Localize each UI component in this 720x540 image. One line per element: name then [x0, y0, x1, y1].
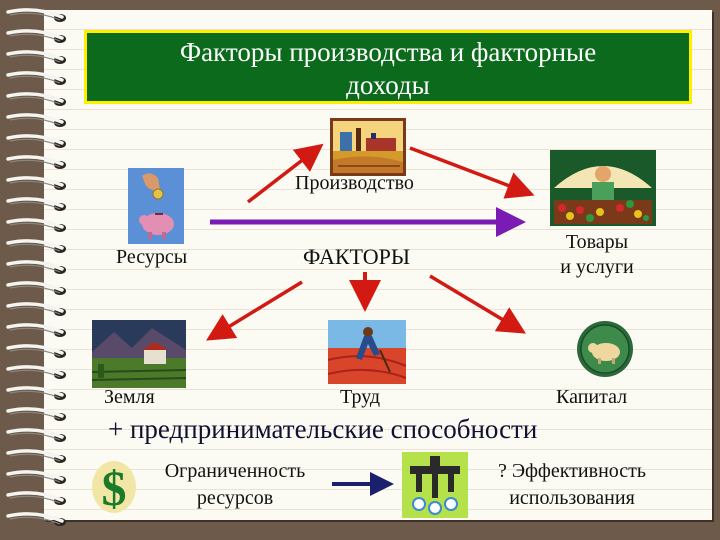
- pig-coin-icon: [577, 321, 633, 377]
- binding-ring: [6, 386, 64, 397]
- binding-ring-shadow: [9, 180, 61, 189]
- binding-ring-shadow: [9, 33, 61, 42]
- binding-ring: [6, 491, 64, 502]
- binding-ring-shadow: [9, 369, 61, 378]
- goods-label-line-1: Товары: [565, 231, 629, 253]
- binding-ring: [6, 512, 64, 523]
- binding-ring: [6, 92, 64, 103]
- binding-ring-shadow: [9, 516, 61, 525]
- binding-ring: [6, 71, 64, 82]
- farmland-icon: [92, 320, 186, 388]
- goods-label: Товары и услуги: [548, 230, 646, 280]
- limited-line-2: ресурсов: [196, 487, 274, 509]
- capital-label: Капитал: [556, 386, 628, 408]
- binding-ring-shadow: [9, 495, 61, 504]
- binding-ring: [6, 302, 64, 313]
- land-label: Земля: [104, 386, 155, 408]
- vendor-market-icon: [550, 150, 656, 226]
- binding-ring: [6, 134, 64, 145]
- binding-ring-shadow: [9, 264, 61, 273]
- binding-ring: [6, 449, 64, 460]
- goods-label-line-2: и услуги: [560, 256, 634, 278]
- binding-ring: [6, 29, 64, 40]
- binding-ring: [6, 8, 64, 19]
- binding-ring-shadow: [9, 453, 61, 462]
- binding-ring: [6, 260, 64, 271]
- dollar-sign-icon: $: [92, 460, 136, 516]
- binding-ring-shadow: [9, 117, 61, 126]
- binding-ring: [6, 470, 64, 481]
- binding-ring-shadow: [9, 75, 61, 84]
- binding-ring-shadow: [9, 327, 61, 336]
- binding-ring: [6, 176, 64, 187]
- worker-field-icon: [328, 320, 406, 384]
- binding-ring-shadow: [9, 432, 61, 441]
- water-pipes-icon: [402, 452, 468, 518]
- spiral-binding: [6, 8, 66, 526]
- binding-ring: [6, 323, 64, 334]
- limited-resources-label: Ограниченность ресурсов: [142, 458, 328, 512]
- binding-ring: [6, 155, 64, 166]
- binding-ring: [6, 344, 64, 355]
- binding-ring: [6, 239, 64, 250]
- efficiency-line-2: использования: [509, 487, 635, 509]
- binding-ring-shadow: [9, 474, 61, 483]
- limited-line-1: Ограниченность: [164, 460, 306, 482]
- binding-ring-shadow: [9, 159, 61, 168]
- binding-ring-shadow: [9, 243, 61, 252]
- binding-ring: [6, 428, 64, 439]
- binding-ring-shadow: [9, 54, 61, 63]
- svg-text:$: $: [102, 460, 127, 516]
- binding-ring-shadow: [9, 348, 61, 357]
- binding-ring: [6, 197, 64, 208]
- factors-label: ФАКТОРЫ: [303, 244, 411, 269]
- title-banner: Факторы производства и факторные доходы: [84, 30, 692, 104]
- binding-ring-shadow: [9, 411, 61, 420]
- title-line-2: доходы: [346, 70, 430, 100]
- binding-ring: [6, 113, 64, 124]
- binding-ring-shadow: [9, 285, 61, 294]
- labor-label: Труд: [340, 386, 381, 408]
- binding-ring: [6, 407, 64, 418]
- production-label: Производство: [295, 172, 414, 194]
- binding-ring: [6, 218, 64, 229]
- factory-icon: [330, 118, 406, 176]
- binding-ring: [6, 365, 64, 376]
- efficiency-line-1: ? Эффективность: [497, 460, 647, 482]
- resources-label: Ресурсы: [116, 246, 188, 268]
- binding-ring-shadow: [9, 96, 61, 105]
- binding-ring-shadow: [9, 222, 61, 231]
- binding-ring-shadow: [9, 201, 61, 210]
- binding-ring-shadow: [9, 138, 61, 147]
- binding-ring: [6, 50, 64, 61]
- entrepreneurship-label: + предпринимательские способности: [108, 414, 538, 444]
- coin-piggy-bank-icon: [128, 168, 184, 244]
- efficiency-label: ? Эффективность использования: [474, 458, 670, 512]
- binding-ring: [6, 281, 64, 292]
- binding-ring-shadow: [9, 390, 61, 399]
- binding-ring-shadow: [9, 12, 61, 21]
- title-line-1: Факторы производства и факторные: [179, 37, 597, 67]
- binding-ring-shadow: [9, 306, 61, 315]
